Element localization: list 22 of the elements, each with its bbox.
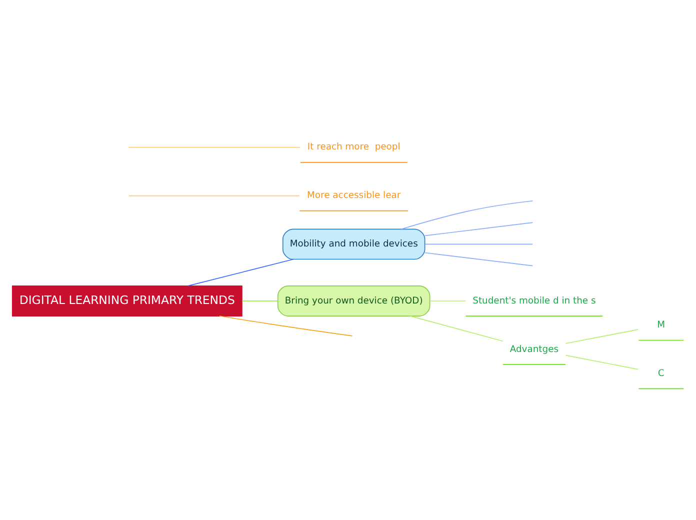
node-box: DIGITAL LEARNING PRIMARY TRENDS [12, 285, 242, 316]
node-text: Advantges [510, 343, 559, 354]
connector [424, 222, 534, 236]
node-text: It reach more peopl [307, 141, 400, 152]
connector [128, 194, 300, 196]
node-box: Bring your own device (BYOD) [277, 285, 430, 316]
connector [424, 252, 534, 266]
connector [410, 315, 504, 342]
connector [242, 300, 278, 301]
connector [219, 315, 353, 336]
connector [128, 146, 301, 148]
node-box: Mobility and mobile devices [282, 228, 426, 260]
connector [565, 328, 639, 344]
connector [565, 354, 639, 370]
connector [430, 300, 466, 301]
connector [400, 200, 534, 230]
connector [424, 243, 533, 244]
node-text: Student's mobile d in the s [472, 294, 596, 306]
node-text: More accessible lear [307, 190, 401, 201]
node-text: C [658, 367, 664, 378]
node-text: M [657, 319, 666, 330]
connector [187, 258, 294, 286]
